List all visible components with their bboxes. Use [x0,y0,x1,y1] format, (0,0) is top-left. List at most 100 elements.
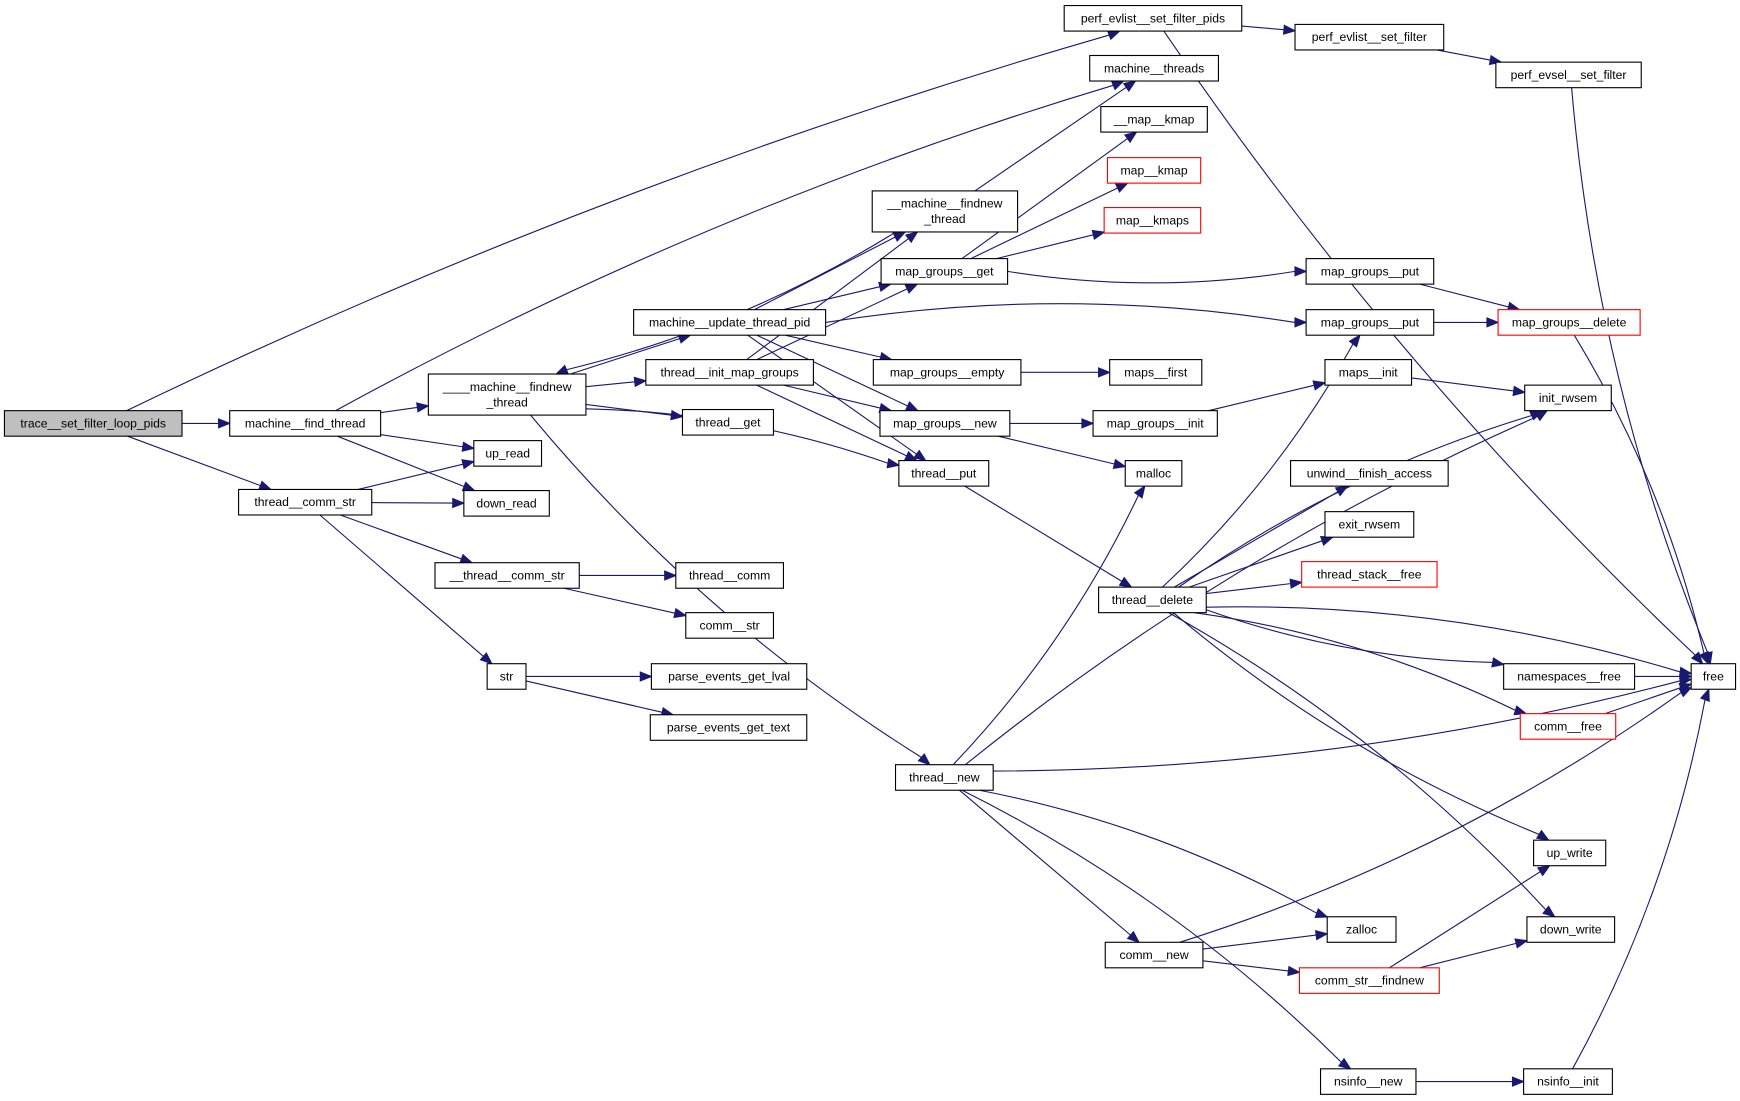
node-box[interactable] [1324,359,1413,386]
node-box[interactable] [473,440,543,467]
node-box[interactable] [1092,410,1218,437]
node-nsinfo-init[interactable]: nsinfo__init [1523,1068,1613,1095]
node-comm-free[interactable]: comm__free [1519,713,1617,740]
node-box[interactable] [1104,941,1204,969]
node-box[interactable] [1294,23,1445,51]
node-down-write[interactable]: down_write [1526,916,1616,943]
node-comm-new[interactable]: comm__new [1104,941,1204,969]
node-machine-threads[interactable]: machine__threads [1089,54,1219,82]
node-str[interactable]: str [486,663,527,690]
node-box[interactable] [1326,916,1397,943]
node-box[interactable] [879,410,1011,437]
node-box[interactable] [1301,561,1438,588]
node-box[interactable] [1495,61,1642,89]
node-map-groups-get[interactable]: map_groups__get [880,258,1009,285]
node-box[interactable] [649,714,808,741]
node-box[interactable] [3,410,183,437]
node-maps-first[interactable]: maps__first [1109,359,1203,386]
node-box[interactable] [1089,54,1219,82]
node-maps-init[interactable]: maps__init [1324,359,1413,386]
node-comm-str[interactable]: comm__str [685,612,775,639]
node-box[interactable] [1690,663,1737,690]
node-box[interactable] [1497,309,1641,336]
node-box[interactable] [434,562,580,589]
node-box[interactable] [872,359,1022,386]
node-thread-comm[interactable]: thread__comm [675,562,784,589]
node-thread-init-map-groups[interactable]: thread__init_map_groups [645,359,814,386]
node-thread-stack-free[interactable]: thread_stack__free [1301,561,1438,588]
node-free[interactable]: free [1690,663,1737,690]
node-thread-delete[interactable]: thread__delete [1098,586,1207,614]
node-map-groups-put-a[interactable]: map_groups__put [1305,258,1435,285]
node-thread-comm-str[interactable]: thread__comm_str [238,488,373,516]
node-map-kmap[interactable]: __map__kmap [1100,105,1208,133]
node-box[interactable] [238,488,373,516]
node-box[interactable] [898,460,990,487]
node-machine-findnew-thread[interactable]: __machine__findnew_thread [871,190,1019,233]
node-box[interactable] [1524,384,1612,412]
node-thread-new[interactable]: thread__new [894,764,994,791]
node-unwind-finish-access[interactable]: unwind__finish_access [1290,460,1449,487]
node-machine-findnew-thread[interactable]: ____machine__findnew_thread [427,373,587,416]
node-box[interactable] [1519,713,1617,740]
node-box[interactable] [1523,1068,1613,1095]
node-up-read[interactable]: up_read [473,440,543,467]
node-box[interactable] [1319,1068,1417,1095]
node-zalloc[interactable]: zalloc [1326,916,1397,943]
node-map-groups-put-b[interactable]: map_groups__put [1305,309,1435,336]
node-box[interactable] [1109,359,1203,386]
node-map-groups-new[interactable]: map_groups__new [879,410,1011,437]
node-box[interactable] [1124,460,1183,487]
node-box[interactable] [675,562,784,589]
node-map-kmap[interactable]: map__kmap [1106,157,1202,184]
node-box[interactable] [1503,663,1636,690]
node-perf-evlist-set-filter-pids[interactable]: perf_evlist__set_filter_pids [1063,4,1243,32]
node-init-rwsem[interactable]: init_rwsem [1524,384,1612,412]
node-box[interactable] [894,764,994,791]
node-box[interactable] [1100,105,1208,133]
node-box[interactable] [486,663,527,690]
node-box[interactable] [1063,4,1243,32]
node-box[interactable] [1106,157,1202,184]
node-box[interactable] [633,309,827,336]
node-map-groups-init[interactable]: map_groups__init [1092,410,1218,437]
node-box[interactable] [650,663,808,690]
node-box[interactable] [1098,586,1207,614]
node-box[interactable] [880,258,1009,285]
node-namespaces-free[interactable]: namespaces__free [1503,663,1636,690]
node-box[interactable] [1533,839,1607,867]
node-parse-events-get-lval[interactable]: parse_events_get_lval [650,663,808,690]
node-box[interactable] [229,410,382,437]
node-box[interactable] [1305,309,1435,336]
node-box[interactable] [1103,206,1202,234]
node-box[interactable] [1290,460,1449,487]
node-box[interactable] [871,190,1019,233]
node-box[interactable] [427,373,587,416]
node-comm-str-findnew[interactable]: comm_str__findnew [1298,967,1440,994]
node-nsinfo-new[interactable]: nsinfo__new [1319,1068,1417,1095]
node-down-read[interactable]: down_read [463,490,550,517]
node-perf-evlist-set-filter[interactable]: perf_evlist__set_filter [1294,23,1445,51]
node-malloc[interactable]: malloc [1124,460,1183,487]
node-machine-find-thread[interactable]: machine__find_thread [229,410,382,437]
node-box[interactable] [463,490,550,517]
node-thread-comm-str[interactable]: __thread__comm_str [434,562,580,589]
node-machine-update-thread-pid[interactable]: machine__update_thread_pid [633,309,827,336]
node-map-groups-delete[interactable]: map_groups__delete [1497,309,1641,336]
node-perf-evsel-set-filter[interactable]: perf_evsel__set_filter [1495,61,1642,89]
node-exit-rwsem[interactable]: exit_rwsem [1324,511,1415,538]
node-thread-get[interactable]: thread__get [681,408,775,436]
node-box[interactable] [1526,916,1616,943]
node-box[interactable] [1298,967,1440,994]
node-box[interactable] [681,408,775,436]
node-box[interactable] [1324,511,1415,538]
node-box[interactable] [1305,258,1435,285]
node-map-groups-empty[interactable]: map_groups__empty [872,359,1022,386]
node-map-kmaps[interactable]: map__kmaps [1103,206,1202,234]
node-trace-set-filter-loop-pids[interactable]: trace__set_filter_loop_pids [3,410,183,437]
node-parse-events-get-text[interactable]: parse_events_get_text [649,714,808,741]
node-box[interactable] [685,612,775,639]
node-up-write[interactable]: up_write [1533,839,1607,867]
node-box[interactable] [645,359,814,386]
node-thread-put[interactable]: thread__put [898,460,990,487]
